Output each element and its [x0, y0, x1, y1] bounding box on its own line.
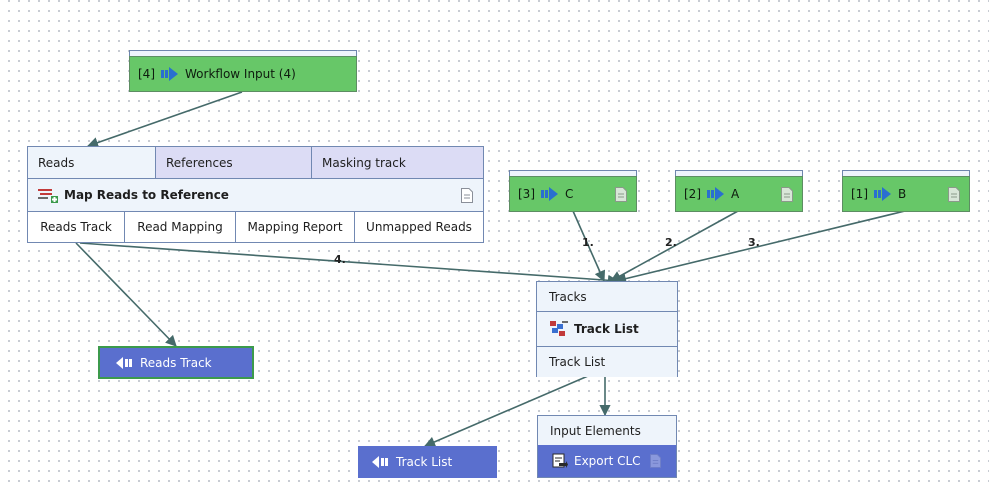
input-port-references[interactable]: References — [156, 147, 312, 178]
input-a-index: [2] — [684, 187, 701, 201]
output-arrow-icon — [116, 356, 132, 369]
output-port-read-mapping[interactable]: Read Mapping — [125, 212, 236, 242]
input-port-masking-track[interactable]: Masking track — [312, 147, 483, 178]
export-clc-label: Export CLC — [574, 454, 641, 468]
track-list-icon — [550, 321, 568, 336]
map-reads-icon — [38, 189, 58, 203]
input-node-c[interactable]: [3] C — [509, 170, 637, 212]
input-c-index: [3] — [518, 187, 535, 201]
output-port-unmapped-reads[interactable]: Unmapped Reads — [355, 212, 483, 242]
export-input-port[interactable]: Input Elements — [550, 423, 641, 438]
output-port-reads-track[interactable]: Reads Track — [28, 212, 125, 242]
input-c-label: C — [565, 187, 574, 201]
export-icon — [552, 453, 568, 468]
track-list-output-port[interactable]: Track List — [537, 347, 677, 377]
workflow-input-label: Workflow Input (4) — [185, 67, 296, 81]
input-c-body: [3] C — [509, 176, 637, 212]
edge-c-to-track-list — [572, 210, 606, 283]
track-list-output-label: Track List — [396, 455, 453, 469]
input-arrow-icon — [161, 67, 178, 81]
input-port-reads[interactable]: Reads — [28, 147, 156, 178]
input-arrow-icon — [707, 187, 724, 201]
document-icon — [948, 187, 960, 202]
edge-label-3: 3. — [748, 236, 760, 249]
map-reads-output-row: Reads Track Read Mapping Mapping Report … — [28, 212, 483, 242]
input-b-label: B — [898, 187, 907, 201]
map-reads-input-row: Reads References Masking track — [28, 147, 483, 178]
track-list-title-row: Track List — [537, 311, 677, 347]
edge-label-1: 1. — [582, 236, 594, 249]
workflow-input-index: [4] — [138, 67, 155, 81]
track-list-output-node[interactable]: Track List — [358, 446, 497, 478]
map-reads-title: Map Reads to Reference — [64, 188, 229, 202]
document-icon — [781, 187, 793, 202]
input-node-b[interactable]: [1] B — [842, 170, 970, 212]
reads-track-output-node[interactable]: Reads Track — [98, 346, 254, 379]
input-b-index: [1] — [851, 187, 868, 201]
edge-reads-track-to-track-list — [79, 242, 620, 286]
input-arrow-icon — [541, 187, 558, 201]
input-a-label: A — [731, 187, 740, 201]
document-icon — [615, 187, 627, 202]
map-reads-node[interactable]: Reads References Masking track Map Reads… — [27, 146, 484, 243]
edge-label-2: 2. — [665, 236, 677, 249]
track-list-input-port[interactable]: Tracks — [549, 289, 587, 304]
track-list-node[interactable]: Tracks Track List Track List — [536, 281, 678, 377]
input-node-a[interactable]: [2] A — [675, 170, 803, 212]
document-icon — [649, 454, 661, 468]
map-reads-title-row: Map Reads to Reference — [28, 178, 483, 212]
export-clc-node[interactable]: Input Elements Export CLC — [537, 415, 677, 478]
edge-workflow-input-to-map-reads — [86, 91, 243, 148]
input-arrow-icon — [874, 187, 891, 201]
output-port-mapping-report[interactable]: Mapping Report — [236, 212, 355, 242]
workflow-input-body: [4] Workflow Input (4) — [129, 56, 357, 92]
reads-track-output-label: Reads Track — [140, 355, 212, 370]
edge-b-to-track-list — [614, 210, 906, 285]
edge-a-to-track-list — [610, 210, 739, 282]
document-icon — [461, 188, 473, 203]
export-body: Export CLC — [538, 445, 676, 477]
edge-label-4: 4. — [334, 253, 346, 266]
workflow-input-node[interactable]: [4] Workflow Input (4) — [129, 50, 357, 92]
track-list-title: Track List — [574, 322, 639, 336]
output-arrow-icon — [372, 456, 388, 468]
edge-map-reads-to-reads-track-output — [75, 242, 177, 347]
